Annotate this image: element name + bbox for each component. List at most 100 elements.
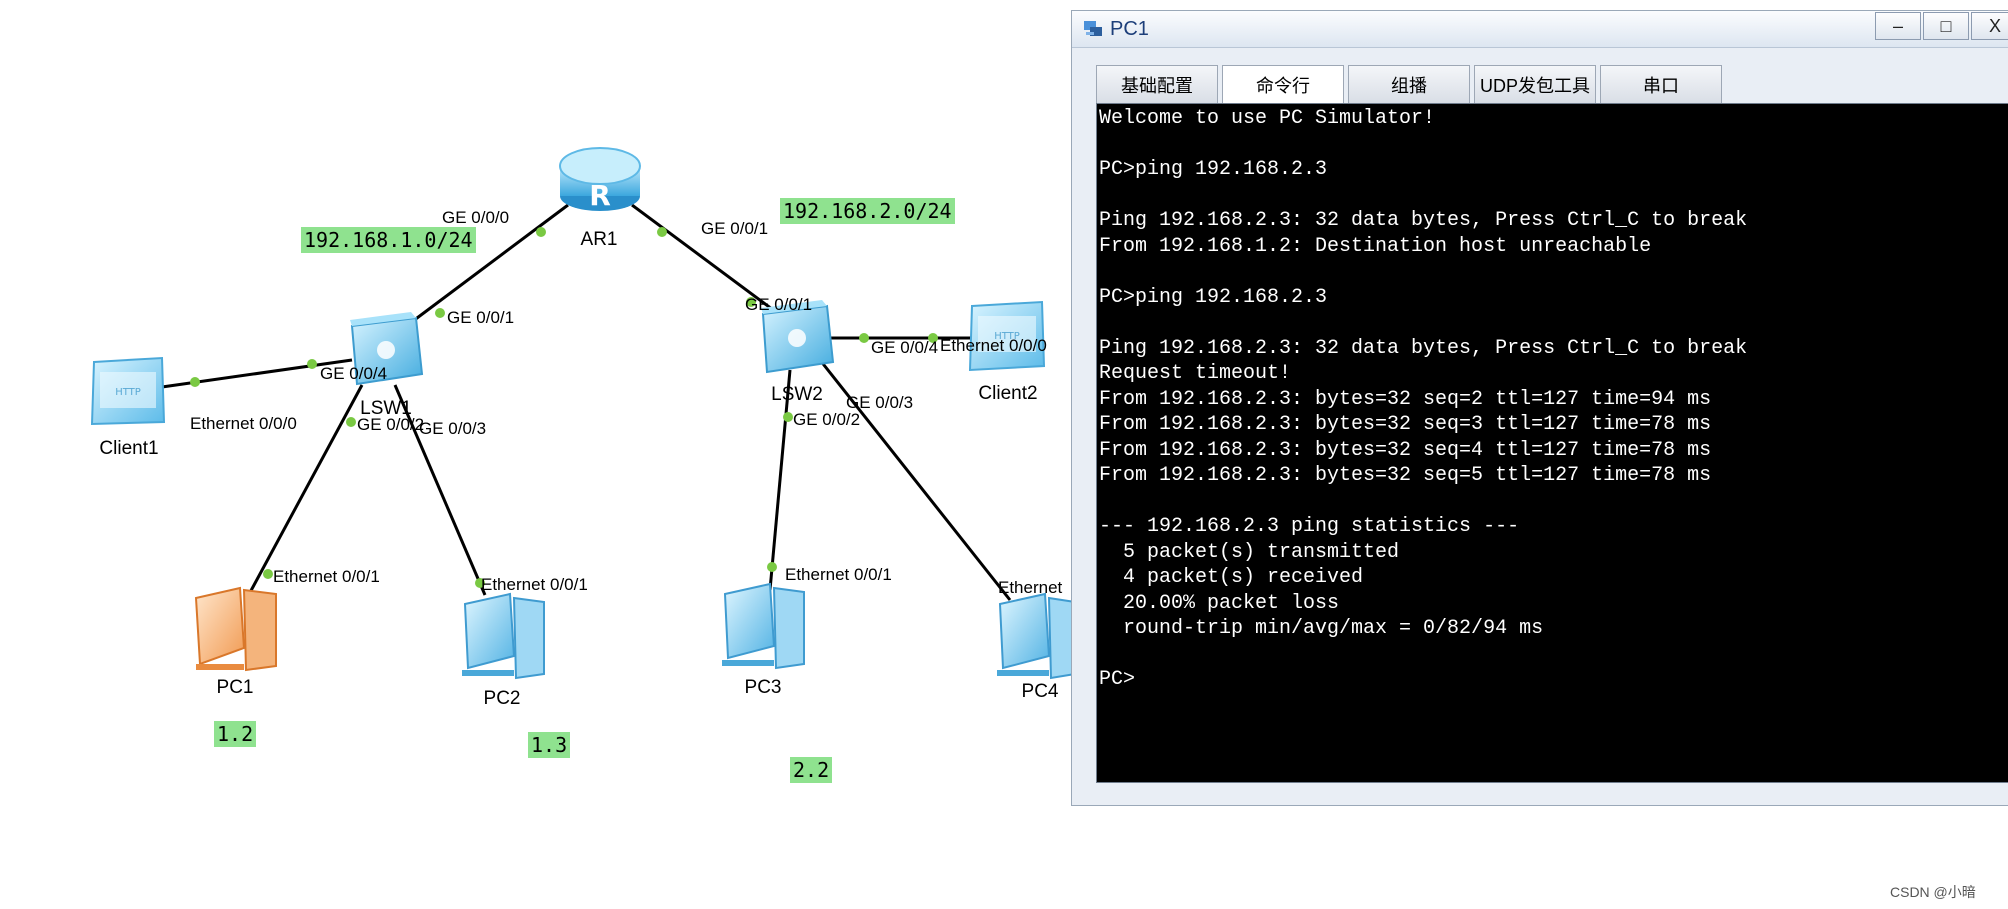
- router-ar1[interactable]: R AR1: [559, 147, 641, 250]
- host-tag-pc2: 1.3: [528, 732, 571, 758]
- pc-tower: [242, 588, 277, 672]
- port-dot: [536, 227, 546, 237]
- port-label: GE 0/0/1: [701, 219, 768, 238]
- device-label-pc1: PC1: [217, 677, 254, 698]
- tab-multicast[interactable]: 组播: [1348, 65, 1470, 103]
- port-dot: [346, 417, 356, 427]
- terminal-line: PC>ping 192.168.2.3: [1099, 285, 1328, 309]
- port-label: GE 0/0/0: [442, 208, 509, 227]
- terminal-line: Request timeout!: [1099, 362, 1292, 385]
- window-title: PC1: [1110, 18, 1149, 40]
- port-dot: [435, 308, 445, 318]
- terminal-line: 5 packet(s) transmitted: [1099, 540, 1400, 564]
- pc-tower: [512, 596, 545, 680]
- link-lsw1-pc1[interactable]: [245, 384, 364, 599]
- device-label-pc2: PC2: [484, 688, 521, 709]
- switch-center: [377, 341, 395, 359]
- close-button[interactable]: X: [1971, 12, 2008, 40]
- terminal-line: From 192.168.2.3: bytes=32 seq=3 ttl=127…: [1099, 413, 1712, 436]
- pc-pc3[interactable]: PC3: [722, 582, 805, 698]
- port-dot: [475, 578, 485, 588]
- port-dot: [657, 227, 667, 237]
- client-screen: [100, 372, 156, 408]
- tab-udp-tool[interactable]: UDP发包工具: [1474, 65, 1596, 103]
- minimize-button[interactable]: –: [1875, 12, 1921, 40]
- client-http-text: HTTP: [115, 387, 141, 398]
- link-ar1-lsw1[interactable]: [404, 203, 569, 329]
- tab-basic-config[interactable]: 基础配置: [1096, 65, 1218, 103]
- pc-keyboard: [196, 664, 244, 670]
- pc-keyboard: [462, 670, 514, 676]
- maximize-button[interactable]: □: [1923, 12, 1969, 40]
- client-client1[interactable]: HTTP Client1: [90, 356, 166, 459]
- network-tag-net2: 192.168.2.0/24: [780, 198, 955, 224]
- port-label: Ethernet: [998, 578, 1063, 597]
- port-dot: [190, 377, 200, 387]
- pc1-window: PC1 – □ X 基础配置 命令行 组播 UDP发包工具 串口 Welcome…: [1071, 10, 2008, 806]
- port-label: Ethernet 0/0/1: [273, 567, 380, 586]
- pc-icon: [463, 592, 516, 670]
- pc-pc4[interactable]: PC4: [997, 592, 1076, 702]
- switch-center: [788, 329, 806, 347]
- port-dot: [928, 333, 938, 343]
- port-label: Ethernet 0/0/1: [481, 575, 588, 594]
- port-label: Ethernet 0/0/0: [190, 414, 297, 433]
- watermark: CSDN @小暗: [1890, 884, 1976, 900]
- port-dot: [767, 562, 777, 572]
- port-label: GE 0/0/2: [357, 415, 424, 434]
- terminal-line: Ping 192.168.2.3: 32 data bytes, Press C…: [1099, 209, 1748, 232]
- terminal-line: --- 192.168.2.3 ping statistics ---: [1099, 515, 1520, 538]
- app-icon: [1084, 21, 1102, 36]
- port-labels: GE 0/0/0 GE 0/0/1 GE 0/0/1 GE 0/0/4 GE 0…: [190, 208, 1063, 597]
- tab-command-line[interactable]: 命令行: [1222, 65, 1344, 103]
- router-glyph: R: [589, 179, 611, 212]
- port-label: GE 0/0/3: [419, 419, 486, 438]
- terminal-console[interactable]: Welcome to use PC Simulator! PC>ping 192…: [1096, 103, 2008, 783]
- network-tag-net1: 192.168.1.0/24: [301, 227, 476, 253]
- device-label-pc4: PC4: [1022, 681, 1059, 702]
- port-label: GE 0/0/1: [745, 295, 812, 314]
- terminal-line: PC>ping 192.168.2.3: [1099, 158, 1328, 181]
- switch-top: [761, 300, 827, 314]
- link-lsw2-pc3[interactable]: [768, 369, 792, 591]
- port-label: GE 0/0/4: [871, 338, 938, 357]
- terminal-line: From 192.168.2.3: bytes=32 seq=2 ttl=127…: [1099, 387, 1712, 411]
- port-dot: [859, 333, 869, 343]
- client-screen: [978, 316, 1036, 352]
- switch-lsw2[interactable]: LSW2: [761, 300, 835, 405]
- terminal-line: From 192.168.1.2: Destination host unrea…: [1099, 234, 1652, 258]
- device-label-lsw1: LSW1: [360, 398, 412, 419]
- port-dot: [263, 569, 273, 579]
- terminal-line: round-trip min/avg/max = 0/82/94 ms: [1099, 617, 1544, 640]
- link-ar1-lsw2[interactable]: [631, 203, 781, 317]
- link-lsw2-pc4[interactable]: [818, 359, 1012, 601]
- pc-pc1[interactable]: PC1: [194, 586, 277, 698]
- device-label-lsw2: LSW2: [771, 384, 823, 405]
- client-client2[interactable]: HTTP Client2: [968, 300, 1046, 404]
- pc-pc2[interactable]: PC2: [462, 592, 545, 709]
- port-dot: [307, 359, 317, 369]
- link-lsw1-pc2[interactable]: [393, 384, 487, 596]
- terminal-line: From 192.168.2.3: bytes=32 seq=5 ttl=127…: [1099, 464, 1712, 487]
- pc-keyboard: [722, 660, 774, 666]
- terminal-output: Welcome to use PC Simulator! PC>ping 192…: [1097, 104, 2008, 693]
- terminal-line: Welcome to use PC Simulator!: [1099, 107, 1436, 130]
- pc-keyboard: [997, 670, 1049, 676]
- port-label: GE 0/0/2: [793, 410, 860, 429]
- device-label-client2: Client2: [978, 383, 1037, 404]
- terminal-line: 20.00% packet loss: [1099, 591, 1340, 615]
- pc-icon: [194, 586, 246, 666]
- device-label-ar1: AR1: [581, 229, 618, 250]
- switch-top: [350, 312, 416, 326]
- switch-lsw1[interactable]: LSW1: [350, 312, 424, 419]
- port-dot: [783, 412, 793, 422]
- window-titlebar[interactable]: PC1 – □ X: [1072, 11, 2008, 48]
- port-label: Ethernet 0/0/0: [940, 336, 1047, 355]
- terminal-line: 4 packet(s) received: [1099, 566, 1364, 589]
- tab-serial[interactable]: 串口: [1600, 65, 1722, 103]
- port-dots: [190, 227, 938, 588]
- port-dot: [746, 297, 756, 307]
- device-label-pc3: PC3: [745, 677, 782, 698]
- port-label: GE 0/0/1: [447, 308, 514, 327]
- terminal-line: PC>: [1099, 668, 1136, 691]
